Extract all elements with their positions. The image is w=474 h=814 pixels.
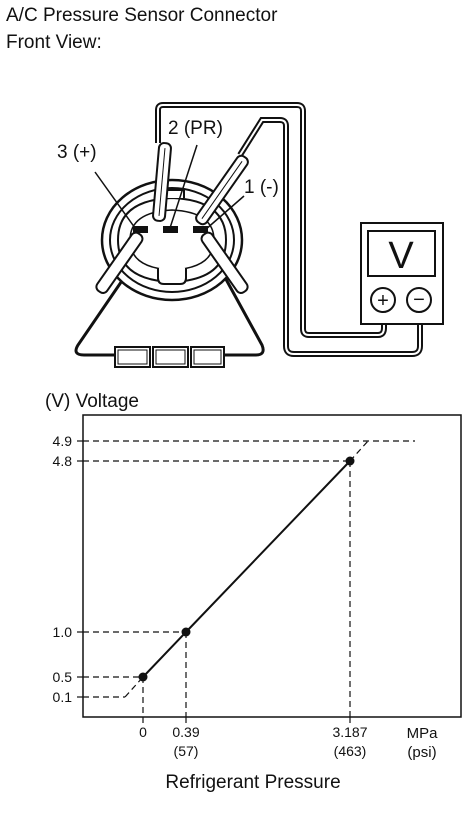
terminal-1 (193, 226, 208, 233)
view-label: Front View: (6, 32, 102, 53)
x-tick-sublabel: (463) (334, 743, 367, 759)
harness-wire-left (74, 271, 130, 357)
chart-xlabel: Refrigerant Pressure (165, 772, 340, 793)
chart-ylabel: (V) Voltage (45, 391, 139, 412)
x-tick-label: 0 (139, 724, 147, 740)
minus-symbol: − (413, 289, 425, 311)
probe-pin-lower-left (95, 231, 144, 294)
terminal-3 (133, 226, 148, 233)
minus-terminal-icon (406, 287, 432, 313)
x-tick-sublabel: (57) (174, 743, 199, 759)
diagram-title: A/C Pressure Sensor Connector (6, 5, 278, 26)
callout-line-1 (204, 195, 245, 231)
voltmeter-display: V (388, 235, 414, 277)
y-tick-label: 1.0 (53, 624, 73, 640)
x-tick-label: 3.187 (332, 724, 367, 740)
callout-line-3 (94, 171, 136, 229)
voltmeter: V + − (360, 222, 444, 325)
data-point (138, 672, 148, 682)
probe-pin-1 (195, 154, 249, 226)
terminal-2 (163, 226, 178, 233)
x-tick-label: 0.39 (172, 724, 199, 740)
y-tick-label: 0.5 (53, 669, 73, 685)
wire-loom (114, 346, 225, 368)
pin-label-3: 3 (+) (57, 142, 97, 163)
data-point (345, 456, 355, 466)
probe-pin-lower-right (200, 231, 249, 294)
chart-plot-frame (82, 414, 462, 718)
y-tick-label: 0.1 (53, 689, 73, 705)
voltage-chart: (V) Voltage Refrigerant Pressure MPa (ps… (45, 391, 462, 793)
plus-symbol: + (377, 290, 389, 312)
callout-line-2 (169, 144, 198, 229)
y-tick-label: 4.9 (53, 433, 73, 449)
chart-x-unit-alt: (psi) (407, 744, 436, 761)
series-line (142, 460, 351, 678)
plus-terminal-icon (370, 287, 396, 313)
pin-label-1: 1 (-) (244, 177, 279, 198)
harness-wire-right (220, 271, 265, 357)
y-tick-label: 4.8 (53, 453, 73, 469)
chart-x-unit: MPa (407, 725, 439, 742)
data-point (181, 627, 191, 637)
pin-label-2: 2 (PR) (168, 118, 223, 139)
probe-pin-2 (152, 142, 172, 222)
